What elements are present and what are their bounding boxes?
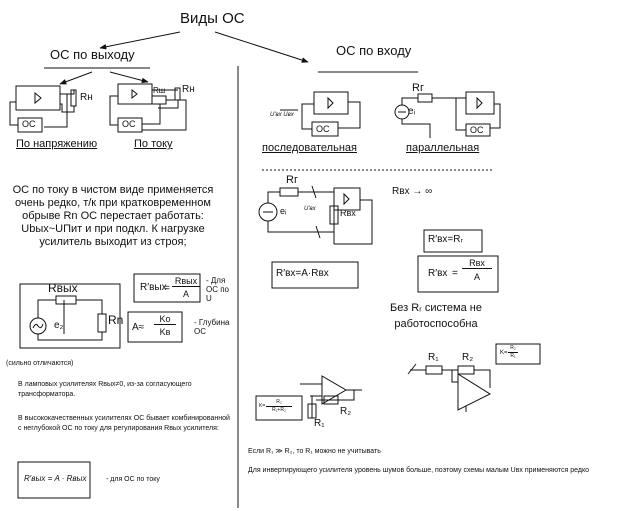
formula-r3-frame [417, 255, 499, 293]
formula-r3-num: Rвх [462, 258, 492, 270]
label-e2: e₂ [54, 320, 64, 331]
formula-a-frame [127, 311, 183, 343]
k-box-noninv [255, 395, 303, 421]
amp-box-voltage [15, 85, 61, 111]
formula-r2-frame [423, 229, 483, 253]
formula-rout-left: R′вых [140, 282, 167, 293]
formula-bottom-frame [17, 461, 91, 499]
formula-r3-left: R′вх [428, 268, 448, 279]
label-ei-parallel: eᵢ [408, 106, 416, 117]
label-r1-noninv: R₁ [314, 418, 325, 429]
formula-rout-num: Rвых [172, 276, 200, 288]
circuit-frame-output [19, 283, 121, 349]
label-rn-voltage: Rн [80, 92, 93, 103]
arrow-current [109, 71, 149, 84]
formula-a-num: Kо [154, 314, 176, 326]
amp-box-series [313, 91, 349, 115]
k-noninv-den: R₁+R₂ [272, 407, 286, 413]
note-noise: Для инвертирующего усилителя уровень шум… [248, 467, 590, 474]
formula-bottom-note: - для ОС по току [106, 476, 160, 483]
label-oc-current: ОС [122, 119, 136, 129]
caption-current: По току [134, 138, 173, 150]
caption-voltage: По напряжению [16, 138, 98, 150]
arrow-to-output [99, 31, 181, 50]
label-rin-circuit: Rвх [340, 208, 356, 218]
label-rn-circuit: Rn [108, 313, 124, 327]
hq-amplifier-text: В высококачественных усилителях ОС бывае… [18, 415, 230, 432]
label-oc-parallel: ОС [470, 125, 484, 135]
formula-r1: R′вх=A·Rвх [276, 268, 329, 279]
k-noninv-lhs: K= [259, 403, 266, 409]
caption-parallel: параллельная [406, 142, 480, 154]
note-depth: - Глубина ОС [194, 318, 230, 336]
formula-rout-den: A [182, 289, 189, 299]
input-heading: ОС по входу [336, 43, 412, 58]
label-ei-circuit: eᵢ [280, 206, 287, 216]
amp-box-parallel [465, 91, 495, 115]
k-inv-num: R₂ [508, 345, 518, 353]
label-rg-parallel: Rг [412, 82, 424, 94]
note-r1-r2: Если R₁ ≫ R₂, то R₁ можно не учитывать [248, 448, 381, 455]
tube-amplifier-text: В ламповых усилителях Rвых≠0, из-за согл… [18, 381, 192, 398]
label-r1-inv: R₁ [428, 352, 439, 363]
caption-series: последовательная [262, 142, 357, 154]
label-r2-noninv: R₂ [340, 406, 352, 417]
label-oc-voltage: ОС [22, 119, 36, 129]
label-rsh-current: Rш [153, 86, 166, 95]
arrow-to-input [214, 31, 309, 63]
arrow-voltage [59, 71, 93, 85]
description-current-feedback: ОС по току в чистом виде применяется оче… [12, 184, 214, 248]
amp-box-current [117, 83, 153, 105]
note-for-u: - Для ОС по U [206, 276, 230, 303]
formula-a-left: A≈ [132, 322, 145, 333]
circuit-note: (сильно отличаются) [6, 360, 74, 367]
label-oc-series: ОС [316, 124, 330, 134]
output-heading: ОС по выходу [50, 47, 135, 62]
label-rvyh: Rвых [48, 281, 78, 295]
formula-r1-frame [271, 261, 359, 289]
label-rn-current: Rн [182, 84, 195, 95]
label-uin-circuit: U′вх [304, 206, 316, 212]
rin-infinity: Rвх → ∞ [392, 186, 433, 197]
label-uin-series: U′вх Uвх [270, 112, 294, 118]
k-box-inv [495, 343, 541, 365]
label-rg-circuit: Rг [286, 174, 298, 186]
page-title: Виды ОС [180, 10, 245, 27]
no-rg-text: Без Rᵣ система не работоспособна [390, 302, 482, 330]
amp-box-input [333, 187, 361, 211]
formula-rout-frame [133, 273, 201, 303]
k-inv-den: R₁ [510, 353, 516, 359]
formula-bottom: R′вых = A · Rвых [24, 474, 87, 483]
formula-r3-eq: = [452, 268, 458, 279]
formula-rout-eq: = [164, 283, 170, 294]
label-r2-inv: R₂ [462, 352, 474, 363]
formula-r2: R′вх=Rᵣ [428, 234, 463, 245]
formula-r3-den: A [473, 272, 480, 282]
formula-a-den: Kв [159, 327, 171, 337]
k-inv-lhs: K= [500, 350, 508, 356]
k-noninv-num: R₂ [266, 399, 292, 407]
